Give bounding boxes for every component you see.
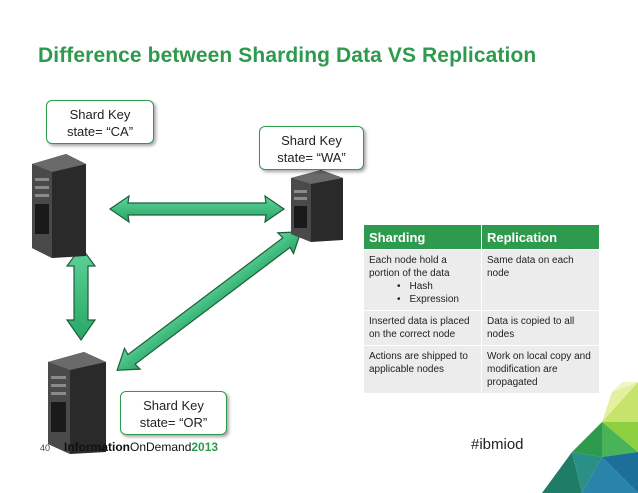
comparison-table: Sharding Replication Each node hold a po… [364,225,600,393]
table-row: Each node hold a portion of the data Has… [364,249,600,311]
header-replication: Replication [481,225,600,250]
decorative-triangles-icon [542,382,638,493]
brand-part-1: Information [64,440,130,454]
shard-key-value: state= “CA” [66,124,134,139]
conference-logo: InformationOnDemand2013 [64,440,218,454]
slide-title: Difference between Sharding Data VS Repl… [38,44,537,67]
table-cell: Each node hold a portion of the data Has… [364,249,482,311]
shard-key-wa-box: Shard Key state= “WA” [259,126,364,170]
hashtag: #ibmiod [471,436,524,453]
shard-key-label: Shard Key [143,398,204,413]
double-arrow-icon [65,245,97,342]
cell-text: Each node hold a portion of the data [369,255,450,279]
list-item: Expression [397,293,477,306]
shard-key-or-box: Shard Key state= “OR” [120,391,227,435]
table-cell: Inserted data is placed on the correct n… [364,310,482,346]
table-cell: Data is copied to all nodes [481,310,600,346]
double-arrow-icon [116,231,302,371]
bullet-list: Hash Expression [369,280,477,306]
table-cell: Actions are shipped to applicable nodes [364,345,482,393]
list-item: Hash [397,280,477,293]
server-tower-icon [291,170,343,242]
table-row: Actions are shipped to applicable nodes … [364,345,600,393]
shard-key-ca-box: Shard Key state= “CA” [46,100,154,144]
double-arrow-icon [108,194,286,224]
shard-key-value: state= “WA” [277,150,346,165]
page-number: 40 [40,443,51,453]
shard-key-label: Shard Key [69,107,131,122]
table-header-row: Sharding Replication [364,225,600,250]
header-sharding: Sharding [364,225,482,250]
brand-part-2: OnDemand [130,440,192,454]
shard-key-value: state= “OR” [139,415,208,430]
table-row: Inserted data is placed on the correct n… [364,310,600,346]
server-tower-icon [48,352,106,454]
shard-key-label: Shard Key [281,133,342,148]
brand-year: 2013 [191,440,219,454]
table-cell: Same data on each node [481,249,600,311]
server-tower-icon [32,154,86,258]
table-cell: Work on local copy and modification are … [481,345,600,393]
